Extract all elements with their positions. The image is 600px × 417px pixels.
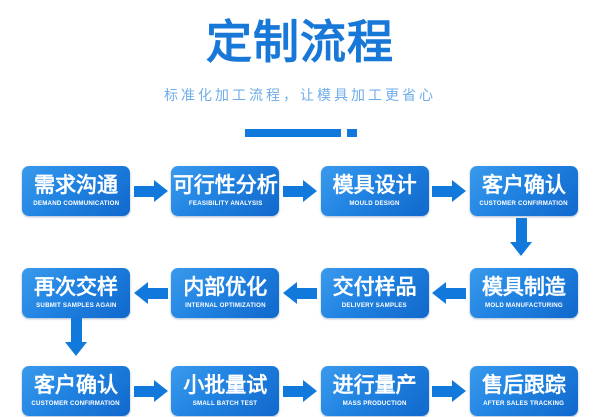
arrow-shaft xyxy=(446,288,467,299)
arrow-head xyxy=(65,342,87,356)
node-label-en: CUSTOMER CONFIRMATION xyxy=(479,200,569,207)
arrow-shaft xyxy=(147,288,168,299)
arrow-head xyxy=(452,380,467,402)
arrow-down-icon-row2-to-row3 xyxy=(65,318,87,356)
arrow-right-icon xyxy=(432,380,467,402)
header: 定制流程 标准化加工流程，让模具加工更省心 xyxy=(0,0,600,150)
node-label-cn: 进行量产 xyxy=(332,374,417,397)
node-label-cn: 再次交样 xyxy=(34,276,118,299)
flow-node-after-sales-tracking[interactable]: 售后跟踪 AFTER SALES TRACKING xyxy=(469,366,578,416)
flow-node-internal-optimization[interactable]: 内部优化 INTERNAL OPTIMIZATION xyxy=(171,268,280,318)
arrow-down-icon-row1-to-row2 xyxy=(510,218,532,256)
arrow-left-icon xyxy=(133,282,168,304)
flow-row-1: 需求沟通 DEMAND COMMUNICATION 可行性分析 FEASIBIL… xyxy=(0,165,600,217)
flow-node-mass-production[interactable]: 进行量产 MASS PRODUCTION xyxy=(320,366,429,416)
arrow-right-icon xyxy=(133,380,168,402)
flow-node-feasibility-analysis[interactable]: 可行性分析 FEASIBILITY ANALYSIS xyxy=(171,166,280,216)
flow-diagram: 需求沟通 DEMAND COMMUNICATION 可行性分析 FEASIBIL… xyxy=(0,150,600,416)
node-label-cn: 小批量试 xyxy=(183,374,268,397)
node-label-en: MOULD DESIGN xyxy=(349,200,400,207)
node-label-cn: 内部优化 xyxy=(183,276,268,299)
flow-node-submit-samples-again[interactable]: 再次交样 SUBMIT SAMPLES AGAIN xyxy=(22,268,130,318)
node-label-en: MOLD MANUFACTURING xyxy=(485,302,563,309)
flow-node-mould-design[interactable]: 模具设计 MOULD DESIGN xyxy=(320,166,429,216)
node-label-en: DELIVERY SAMPLES xyxy=(342,302,408,309)
node-label-en: SUBMIT SAMPLES AGAIN xyxy=(35,302,117,309)
arrow-head xyxy=(153,180,168,202)
node-label-cn: 可行性分析 xyxy=(172,174,278,197)
arrow-shaft xyxy=(432,186,453,197)
arrow-shaft xyxy=(70,318,82,342)
flow-node-customer-confirmation-1[interactable]: 客户确认 CUSTOMER CONFIRMATION xyxy=(469,166,578,216)
node-label-cn: 需求沟通 xyxy=(34,174,118,197)
arrow-shaft xyxy=(133,386,154,397)
node-label-cn: 客户确认 xyxy=(34,374,118,397)
arrow-right-icon xyxy=(432,180,467,202)
flow-node-small-batch-test[interactable]: 小批量试 SMALL BATCH TEST xyxy=(171,366,280,416)
title-divider xyxy=(0,128,600,138)
arrow-shaft xyxy=(296,288,317,299)
node-label-en: SMALL BATCH TEST xyxy=(193,400,258,407)
divider-dot xyxy=(347,129,357,137)
arrow-head xyxy=(452,180,467,202)
arrow-shaft xyxy=(515,218,527,242)
arrow-shaft xyxy=(133,186,154,197)
flow-row-3: 客户确认 CUSTOMER CONFIRMATION 小批量试 SMALL BA… xyxy=(0,365,600,417)
arrow-shaft xyxy=(282,386,303,397)
flow-node-customer-confirmation-2[interactable]: 客户确认 CUSTOMER CONFIRMATION xyxy=(22,366,130,416)
page-subtitle: 标准化加工流程，让模具加工更省心 xyxy=(164,87,436,103)
node-label-en: DEMAND COMMUNICATION xyxy=(32,200,120,207)
arrow-head xyxy=(302,180,317,202)
node-label-en: MASS PRODUCTION xyxy=(342,400,407,407)
page-title: 定制流程 xyxy=(206,16,394,68)
flow-row-2: 再次交样 SUBMIT SAMPLES AGAIN 内部优化 INTERNAL … xyxy=(0,267,600,319)
arrow-right-icon xyxy=(282,380,317,402)
divider-bar xyxy=(245,129,341,137)
node-label-en: CUSTOMER CONFIRMATION xyxy=(31,400,121,407)
flow-node-delivery-samples[interactable]: 交付样品 DELIVERY SAMPLES xyxy=(320,268,429,318)
arrow-head xyxy=(302,380,317,402)
node-label-cn: 客户确认 xyxy=(481,174,566,197)
arrow-left-icon xyxy=(432,282,467,304)
flow-node-mold-manufacturing[interactable]: 模具制造 MOLD MANUFACTURING xyxy=(469,268,578,318)
arrow-head xyxy=(432,282,447,304)
arrow-shaft xyxy=(282,186,303,197)
arrow-head xyxy=(282,282,297,304)
node-label-cn: 交付样品 xyxy=(332,276,417,299)
node-label-cn: 模具制造 xyxy=(481,276,566,299)
node-label-en: FEASIBILITY ANALYSIS xyxy=(188,200,263,207)
arrow-shaft xyxy=(432,386,453,397)
arrow-right-icon xyxy=(133,180,168,202)
flow-node-demand-communication[interactable]: 需求沟通 DEMAND COMMUNICATION xyxy=(22,166,130,216)
arrow-head xyxy=(133,282,148,304)
node-label-en: INTERNAL OPTIMIZATION xyxy=(185,302,266,309)
node-label-cn: 模具设计 xyxy=(332,174,417,197)
arrow-right-icon xyxy=(282,180,317,202)
node-label-cn: 售后跟踪 xyxy=(481,374,566,397)
arrow-head xyxy=(153,380,168,402)
node-label-en: AFTER SALES TRACKING xyxy=(483,400,565,407)
arrow-left-icon xyxy=(282,282,317,304)
arrow-head xyxy=(510,242,532,256)
